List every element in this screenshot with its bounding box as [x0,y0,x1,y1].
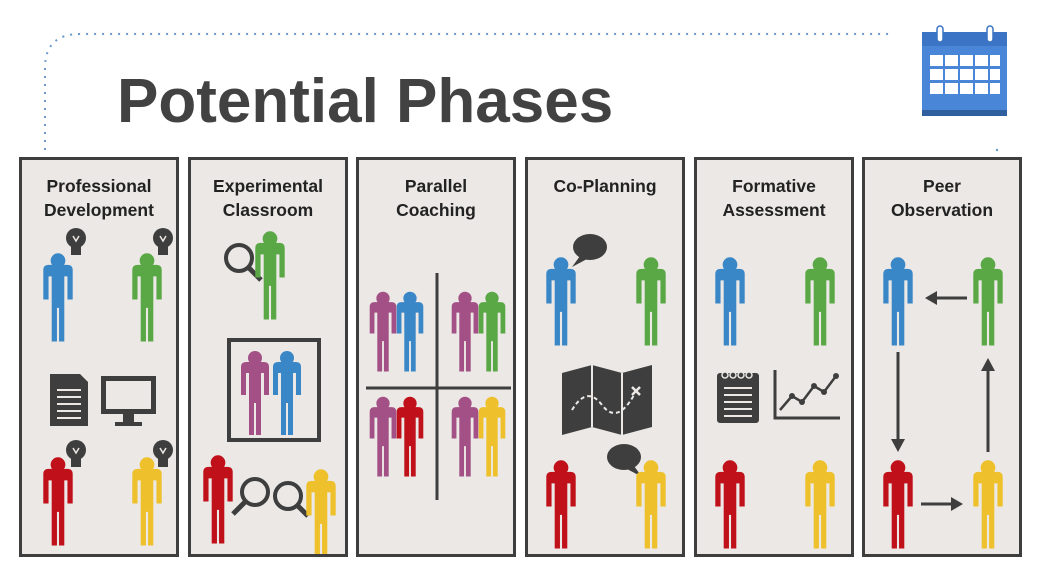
panel-title: Experimental Classroom [191,174,345,222]
lightbulb-icon [153,228,173,255]
panel-peer-observation: Peer Observation [862,157,1022,557]
panel-art [546,234,666,549]
person-green-icon [255,231,285,320]
panel-title: Co-Planning [528,174,682,198]
person-green-icon [805,257,835,346]
person-blue-icon [43,253,73,342]
panel-title: Parallel Coaching [359,174,513,222]
panel-art [366,273,511,500]
person-purple-icon [369,291,397,372]
person-red-icon [203,455,233,544]
person-green-icon [478,291,506,372]
panel-title-line1: Co-Planning [553,176,657,196]
person-purple-icon [451,396,479,477]
person-red-icon [715,460,745,549]
panel-art [715,257,840,549]
magnifier-icon [273,481,310,518]
panel-title-line1: Experimental [213,176,323,196]
person-blue-icon [883,257,913,346]
person-purple-icon [369,396,397,477]
panel-experimental-classroom: Experimental Classroom [188,157,348,557]
person-yellow-icon [973,460,1003,549]
magnifier-icon [224,243,263,282]
person-green-icon [636,257,666,346]
arrow-down-icon [891,352,905,452]
person-red-icon [546,460,576,549]
speech-bubble-icon [572,234,607,267]
monitor-icon [101,376,156,426]
panel-title-line2: Coaching [396,200,476,220]
person-yellow-icon [636,460,666,549]
line-graph-icon [773,370,840,420]
panel-title-line1: Professional [46,176,152,196]
arrow-up-icon [981,358,995,452]
lightbulb-icon [66,228,86,255]
person-yellow-icon [132,457,162,546]
panel-title: Formative Assessment [697,174,851,222]
classroom-frame [227,338,321,442]
calendar-icon [922,25,1007,116]
speech-bubble-icon [607,444,642,477]
panel-art [43,228,173,546]
arrow-right-icon [921,497,963,511]
person-red-icon [396,396,424,477]
person-blue-icon [715,257,745,346]
person-blue-icon [546,257,576,346]
panel-title-line2: Assessment [722,200,826,220]
panel-art [203,231,336,554]
map-icon [562,365,652,435]
person-red-icon [883,460,913,549]
person-green-icon [132,253,162,342]
panel-title-line1: Formative [732,176,816,196]
panel-title-line2: Observation [890,200,994,220]
panel-title-line1: Parallel [404,176,468,196]
panel-title-line2: Classroom [222,200,314,220]
person-blue-icon [273,351,301,435]
panel-title-line2: Development [44,200,154,220]
person-yellow-icon [478,396,506,477]
page-title: Potential Phases [117,67,614,136]
panel-professional-development: Professional Development [19,157,179,557]
panel-title-line1: Peer [923,176,961,196]
person-yellow-icon [805,460,835,549]
person-purple-icon [241,351,269,435]
notepad-icon [717,371,759,423]
panel-title: Professional Development [22,174,176,222]
person-yellow-icon [306,469,336,554]
panel-co-planning: Co-Planning [525,157,685,557]
person-purple-icon [451,291,479,372]
arrow-left-icon [925,291,967,305]
panel-parallel-coaching: Parallel Coaching [356,157,516,557]
person-green-icon [973,257,1003,346]
panel-art [883,257,1003,549]
magnifier-icon [231,477,270,516]
panel-formative-assessment: Formative Assessment [694,157,854,557]
lightbulb-icon [66,440,86,467]
person-red-icon [43,457,73,546]
person-blue-icon [396,291,424,372]
document-icon [50,374,88,426]
lightbulb-icon [153,440,173,467]
panel-title: Peer Observation [865,174,1019,222]
